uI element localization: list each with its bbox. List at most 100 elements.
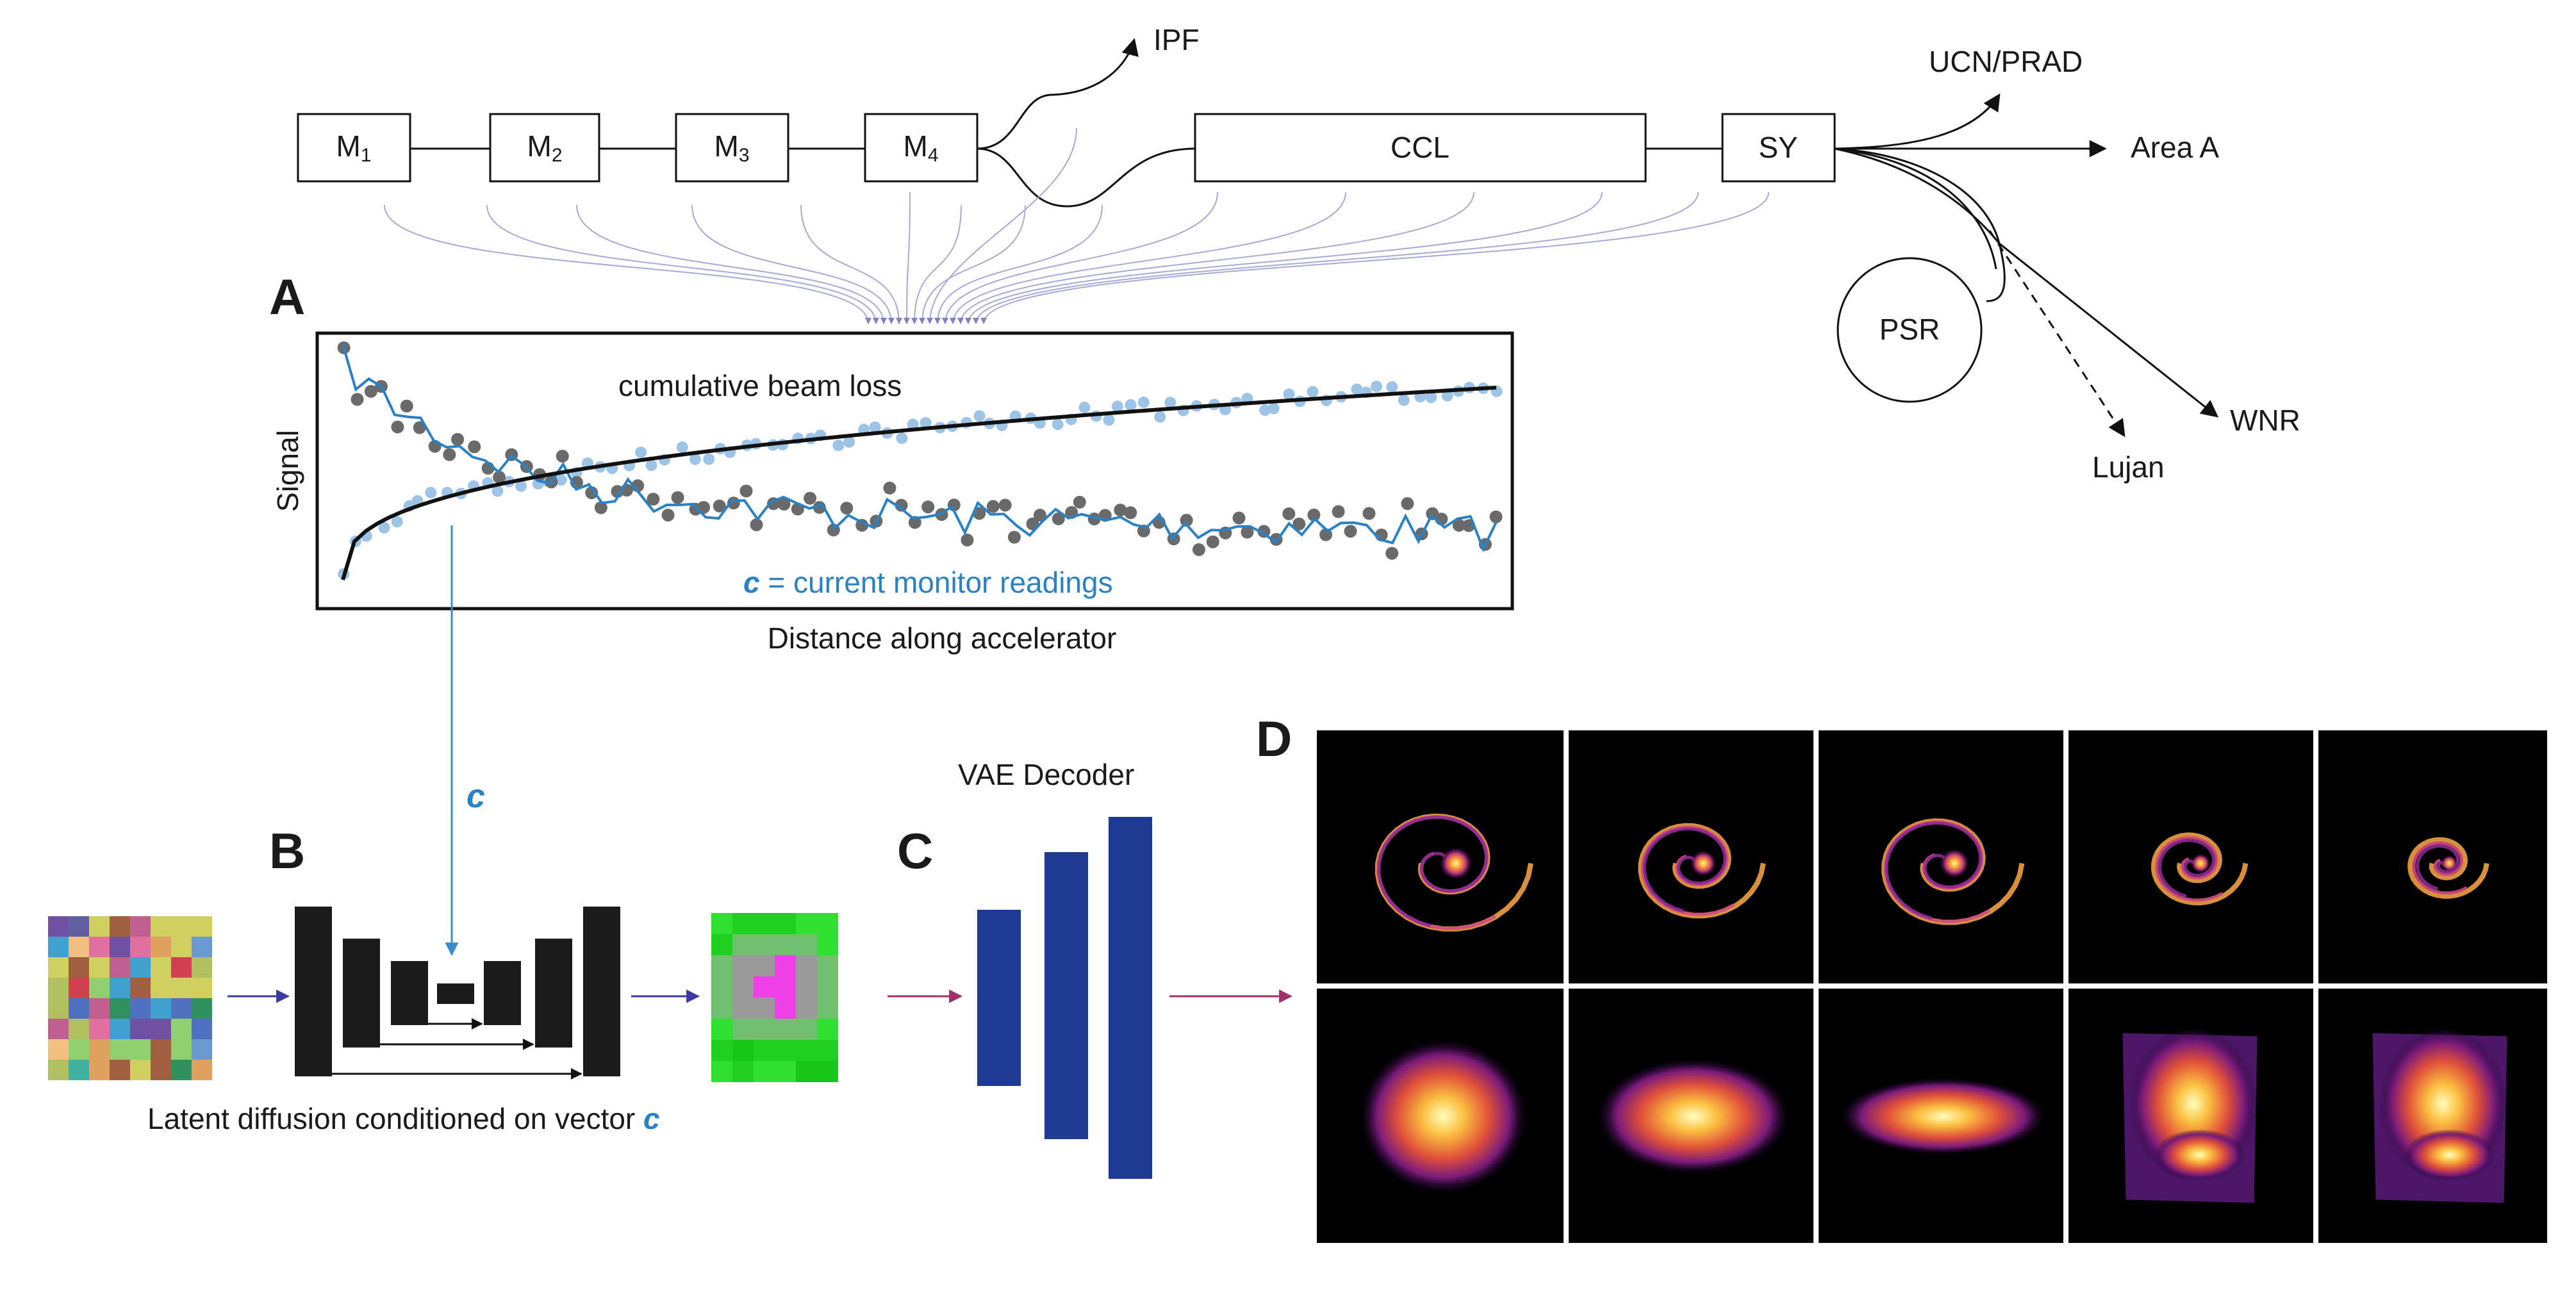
noise-cell: [151, 1060, 171, 1080]
noise-cell: [110, 978, 130, 998]
dark-data-point: [556, 449, 569, 463]
dark-data-point: [1052, 512, 1065, 525]
dark-data-point: [739, 484, 753, 498]
dark-data-point: [351, 393, 364, 406]
light-data-point: [515, 480, 527, 492]
phase-space-swirl-tile: [1881, 818, 2025, 925]
dark-data-point: [671, 491, 684, 504]
light-data-point: [378, 522, 390, 534]
latent-cell: [775, 1061, 796, 1082]
light-data-point: [1052, 418, 1064, 431]
phase-space-blob-tile: [2372, 1026, 2507, 1203]
dark-data-point: [1073, 495, 1086, 509]
latent-cell: [796, 1061, 817, 1082]
dark-data-point: [895, 498, 908, 512]
light-data-point: [920, 417, 932, 429]
noise-cell: [130, 978, 151, 998]
latent-cell: [754, 1019, 775, 1040]
light-data-point: [1125, 399, 1137, 411]
panel-b-letter: B: [269, 823, 305, 879]
dark-data-point: [594, 501, 607, 514]
dark-data-point: [1007, 530, 1021, 544]
noise-cell: [171, 957, 192, 978]
tile-separator: [1317, 983, 2547, 989]
noise-cell: [48, 1019, 69, 1039]
noise-cell: [171, 916, 192, 937]
light-data-point: [869, 421, 881, 433]
dark-data-point: [400, 399, 413, 413]
light-data-point: [491, 485, 504, 497]
panel-a-letter: A: [269, 268, 305, 325]
latent-cell: [796, 998, 817, 1019]
light-data-point: [1267, 402, 1280, 415]
noise-cell: [192, 978, 212, 998]
dark-data-point: [1241, 525, 1254, 539]
dark-data-point: [413, 421, 426, 434]
noise-cell: [151, 978, 171, 998]
dark-data-point: [1332, 505, 1345, 518]
monitor-fan-line: [904, 192, 911, 324]
noise-cell: [69, 1019, 89, 1039]
dark-data-point: [468, 440, 481, 454]
decoder-layer-1: [977, 910, 1021, 1086]
c-symbol-label: c: [466, 778, 485, 815]
panel-a: A Signal Distance along accelerator cumu…: [269, 268, 1514, 655]
phase-space-swirl-tile: [2407, 837, 2489, 899]
noise-cell: [89, 1060, 110, 1080]
noise-cell: [110, 1060, 130, 1080]
dark-data-point: [661, 508, 675, 522]
dark-data-point: [986, 500, 1000, 513]
dark-data-point: [804, 491, 817, 505]
dark-data-point: [585, 486, 599, 500]
light-data-point: [703, 453, 715, 465]
svg-text:M2: M2: [527, 129, 562, 166]
dark-data-point: [921, 500, 935, 514]
latent-cell: [817, 1061, 838, 1082]
noise-cell: [48, 937, 69, 957]
light-data-point: [1371, 381, 1383, 393]
phase-space-swirl-tile: [1638, 823, 1766, 919]
light-data-point: [973, 410, 986, 422]
dark-data-point: [998, 498, 1012, 512]
monitor-fan-line: [950, 192, 1346, 324]
phase-space-blob-tile: [1360, 1039, 1527, 1194]
dark-data-point: [1307, 508, 1321, 522]
block-m2: M2: [489, 113, 600, 183]
dark-data-point: [1385, 547, 1399, 560]
panel-a-ylabel: Signal: [271, 430, 304, 512]
latent-cell: [817, 913, 838, 934]
svg-text:M1: M1: [336, 129, 371, 166]
light-data-point: [843, 436, 855, 448]
light-data-point: [1259, 404, 1271, 416]
dark-data-point: [1362, 507, 1376, 520]
light-data-point: [1283, 388, 1295, 400]
dark-data-point: [1292, 517, 1306, 530]
dark-data-point: [443, 448, 456, 461]
latent-cell: [732, 1061, 754, 1082]
latent-cell: [732, 976, 754, 998]
noise-cell: [48, 957, 69, 978]
latent-cell: [817, 934, 838, 955]
panel-d-letter: D: [1256, 711, 1292, 767]
noise-cell: [110, 998, 130, 1019]
panel-b-caption: Latent diffusion conditioned on vector c: [147, 1102, 660, 1135]
latent-cell: [796, 1019, 817, 1040]
noise-cell: [130, 937, 151, 957]
latent-cell: [754, 955, 775, 976]
light-data-point: [1441, 390, 1453, 402]
light-data-point: [1425, 391, 1437, 404]
noise-cell: [192, 1019, 212, 1039]
panel-a-xlabel: Distance along accelerator: [768, 621, 1117, 655]
block-sy: SY: [1721, 113, 1836, 183]
phase-space-blob-tile: [1840, 1078, 2046, 1155]
monitor-fan-arrows: [384, 127, 1769, 324]
noise-cell: [151, 1039, 171, 1060]
svg-text:SY: SY: [1758, 131, 1797, 164]
light-data-point: [832, 440, 845, 452]
latent-cell: [817, 955, 838, 976]
noise-cell: [89, 916, 110, 937]
decoder-layer-2: [1044, 852, 1088, 1139]
latent-cell: [775, 1019, 796, 1040]
noise-cell: [89, 1019, 110, 1039]
